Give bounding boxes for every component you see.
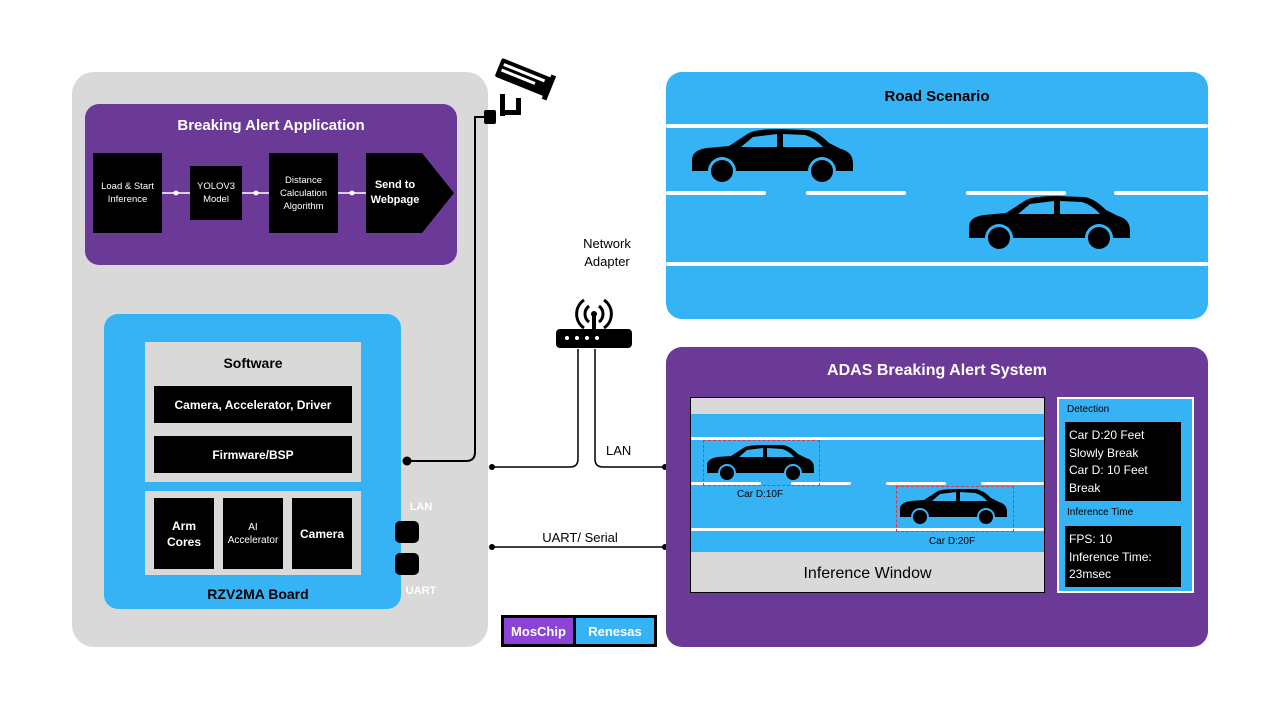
car-icon (969, 196, 1130, 252)
step-yolov3-model: YOLOV3 Model (190, 166, 242, 220)
road-scenario-panel (666, 72, 1208, 319)
hardware-ai-accelerator: AI Accelerator (223, 498, 283, 569)
inference-road (691, 414, 1044, 552)
road-scenario-title: Road Scenario (884, 88, 990, 105)
step-distance-algorithm: Distance Calculation Algorithm (269, 153, 338, 233)
inference-window-label: Inference Window (803, 565, 932, 582)
network-adapter-label: Network Adapter (583, 236, 631, 269)
lan-link-label: LAN (606, 443, 632, 458)
car-icon (707, 445, 814, 482)
software-title: Software (223, 355, 283, 371)
step-send-webpage: Send to Webpage (370, 179, 420, 206)
cctv-camera-icon (484, 58, 557, 124)
software-item-firmware: Firmware/BSP (154, 436, 352, 473)
step-load-inference: Load & Start Inference (93, 153, 162, 233)
software-item-driver: Camera, Accelerator, Driver (154, 386, 352, 423)
car-distance-label: Car D:10F (736, 489, 784, 500)
detection-box (896, 486, 1014, 532)
moschip-logo: MosChip (504, 618, 573, 644)
detection-title: Detection (1067, 404, 1110, 415)
car-icon (692, 129, 853, 185)
inference-time-output: FPS: 10 Inference Time: 23msec (1065, 526, 1181, 587)
car-icon (900, 489, 1007, 526)
renesas-logo: Renesas (576, 618, 654, 644)
step-send-webpage-shape (366, 153, 454, 233)
detection-box (703, 440, 820, 486)
lan-port-label: LAN (409, 501, 433, 513)
adas-title: ADAS Breaking Alert System (827, 362, 1047, 379)
wifi-router-icon (556, 298, 632, 348)
uart-port-label: UART (405, 585, 437, 597)
uart-port (395, 553, 419, 575)
hardware-camera: Camera (292, 498, 352, 569)
detection-output: Car D:20 Feet Slowly Break Car D: 10 Fee… (1065, 422, 1181, 501)
inference-time-title: Inference Time (1067, 507, 1134, 518)
app-title: Breaking Alert Application (177, 117, 365, 134)
lan-port (395, 521, 419, 543)
hardware-arm-cores: Arm Cores (154, 498, 214, 569)
uart-link-label: UART/ Serial (542, 530, 618, 545)
board-title: RZV2MA Board (207, 586, 309, 602)
car-distance-label: Car D:20F (928, 536, 976, 547)
